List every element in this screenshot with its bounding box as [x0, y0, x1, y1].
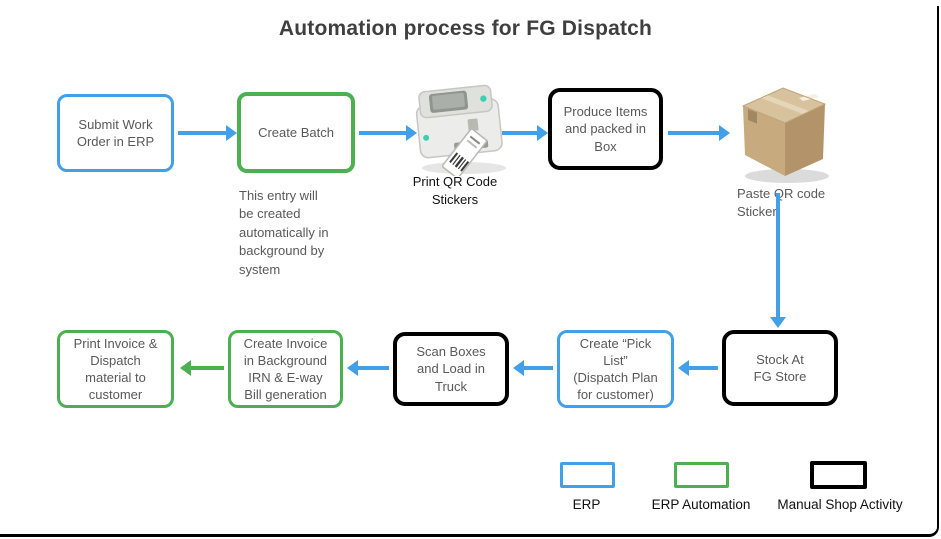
arrow-invoice-to-print: [180, 360, 224, 376]
create-batch-note: This entry will be created automatically…: [239, 188, 329, 277]
flow-box-produce-items: Produce Items and packed in Box: [548, 88, 663, 170]
legend-label-manual: Manual Shop Activity: [777, 497, 903, 512]
arrow-printer-to-produce: [502, 125, 548, 141]
arrow-submit-to-create-batch: [178, 125, 237, 141]
arrow-scan-to-invoice: [347, 360, 389, 376]
cardboard-box-image: [741, 87, 829, 183]
label-printer-image: [415, 84, 506, 176]
legend-swatch-erp-automation: [674, 462, 729, 488]
flow-box-stock-fg-store: Stock At FG Store: [722, 330, 838, 406]
flow-box-print-invoice: Print Invoice & Dispatch material to cus…: [57, 330, 174, 408]
legend-label-erp: ERP: [572, 497, 601, 512]
arrow-pick-list-to-scan: [513, 360, 553, 376]
arrow-produce-to-box: [668, 125, 730, 141]
legend-label-erp-automation: ERP Automation: [651, 497, 751, 512]
arrow-stock-to-pick-list: [678, 360, 718, 376]
flow-box-pick-list: Create “Pick List” (Dispatch Plan for cu…: [557, 330, 674, 408]
page-title: Automation process for FG Dispatch: [278, 17, 653, 40]
flow-box-create-batch: Create Batch: [237, 92, 355, 173]
box-caption: Paste QR code Sticker: [737, 186, 826, 219]
legend-swatch-erp: [560, 462, 615, 488]
flow-box-submit-work-order: Submit Work Order in ERP: [57, 94, 174, 172]
printer-caption: Print QR Code Stickers: [412, 174, 498, 207]
flow-box-create-invoice: Create Invoice in Background IRN & E-way…: [228, 330, 343, 408]
arrow-box-to-stock: [770, 193, 786, 328]
arrow-create-batch-to-printer: [359, 125, 417, 141]
legend-swatch-manual: [810, 461, 867, 489]
flow-box-scan-boxes: Scan Boxes and Load in Truck: [393, 332, 509, 406]
